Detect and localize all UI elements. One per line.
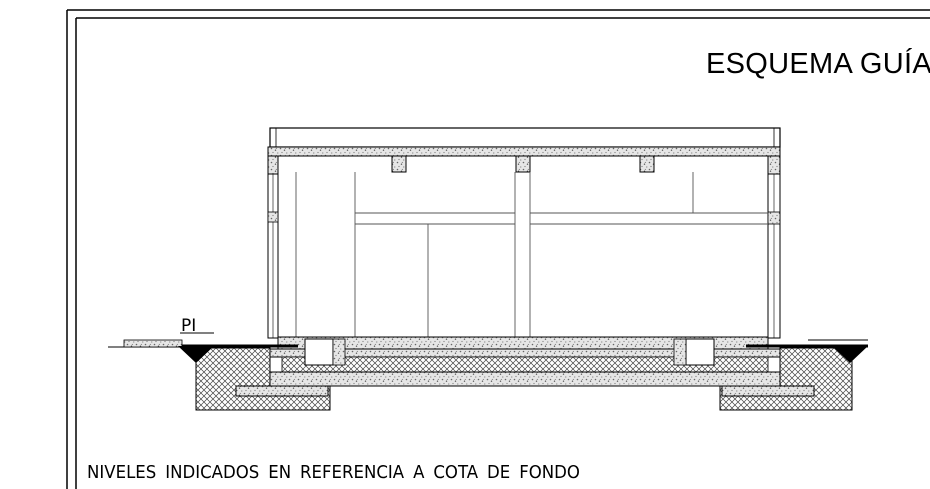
roof-slab xyxy=(267,146,781,175)
level-marker-left xyxy=(178,332,298,363)
exterior-walls xyxy=(267,173,781,339)
level-label: PI xyxy=(181,316,197,336)
floor-slab xyxy=(235,336,815,397)
interior-frames xyxy=(295,172,768,338)
sheet-border xyxy=(66,9,930,489)
drawing-title: ESQUEMA GUÍA xyxy=(706,48,930,80)
levels-footnote: NIVELES INDICADOS EN REFERENCIA A COTA D… xyxy=(87,462,580,483)
ground-line xyxy=(108,339,868,348)
roof-parapet xyxy=(269,127,781,148)
level-marker-right xyxy=(746,344,868,363)
